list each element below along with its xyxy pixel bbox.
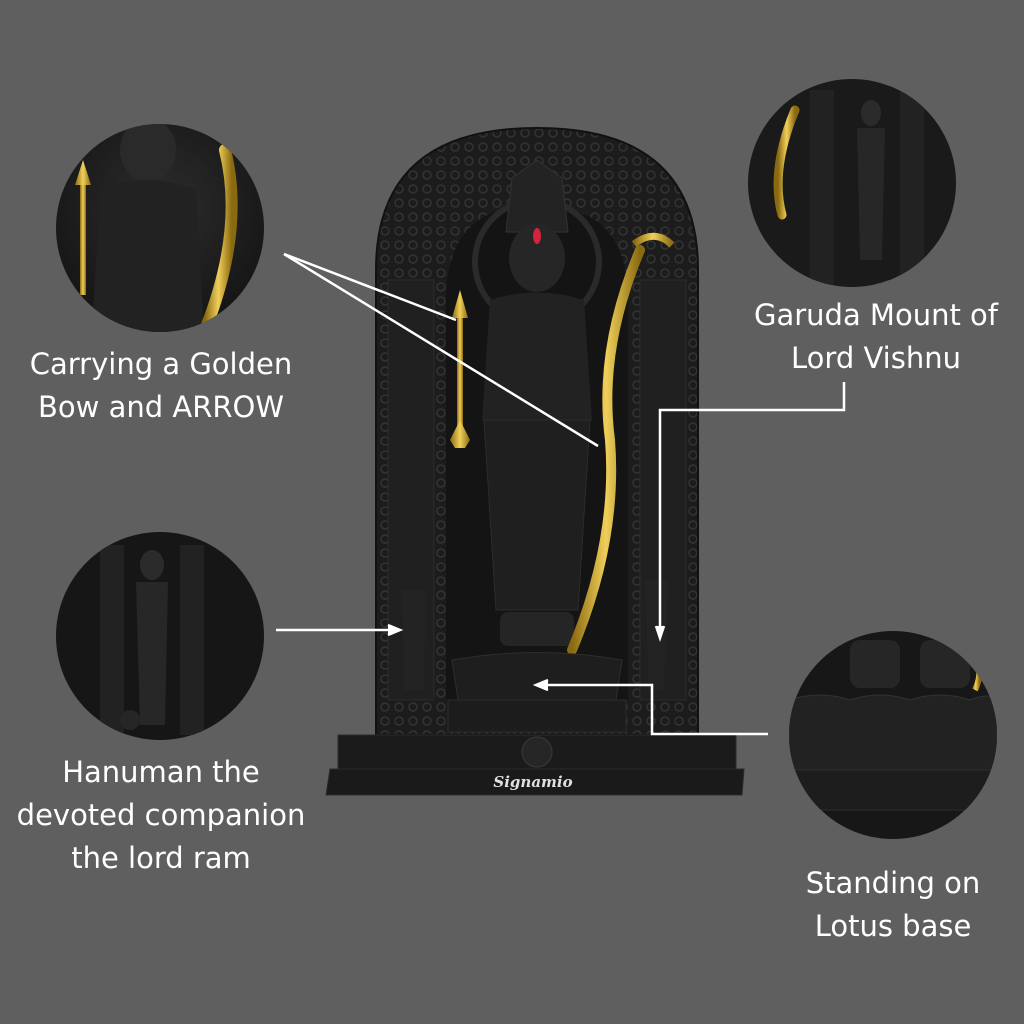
caption-garuda-mount: Garuda Mount of Lord Vishnu (735, 294, 1017, 380)
base-plinth (325, 768, 745, 796)
lotus-pedestal (451, 652, 623, 701)
statue-face (509, 224, 565, 292)
ram-lalla-statue (325, 126, 745, 796)
crown (505, 159, 569, 233)
zoom-circle-hanuman (56, 532, 264, 740)
caption-line: Lotus base (814, 909, 972, 943)
zoom-circle-garuda (748, 79, 956, 287)
brand-logo: Signamio (493, 773, 572, 791)
caption-line: Garuda Mount of (753, 298, 998, 332)
caption-line: Lord Vishnu (791, 341, 961, 375)
zoom-circle-bow (56, 124, 264, 332)
zoom-circle-lotus (789, 631, 997, 839)
statue-torso (482, 292, 592, 430)
tilak-mark (533, 228, 541, 244)
caption-line: devoted companion (16, 798, 306, 832)
statue-feet (500, 612, 574, 646)
caption-hanuman: Hanuman the devoted companion the lord r… (0, 751, 322, 880)
caption-bow-and-arrow: Carrying a Golden Bow and ARROW (10, 343, 312, 429)
caption-line: Carrying a Golden (29, 347, 293, 381)
golden-arrow (450, 290, 470, 448)
golden-bow (567, 245, 645, 655)
caption-line: Bow and ARROW (38, 390, 284, 424)
caption-lotus-base: Standing on Lotus base (780, 862, 1006, 948)
hanuman-figure (402, 590, 426, 690)
caption-line: Hanuman the (62, 755, 260, 789)
caption-line: the lord ram (71, 841, 251, 875)
statue-dhoti (483, 419, 591, 611)
garuda-figure (645, 580, 668, 690)
callout-lines (276, 252, 846, 736)
caption-line: Standing on (805, 866, 981, 900)
